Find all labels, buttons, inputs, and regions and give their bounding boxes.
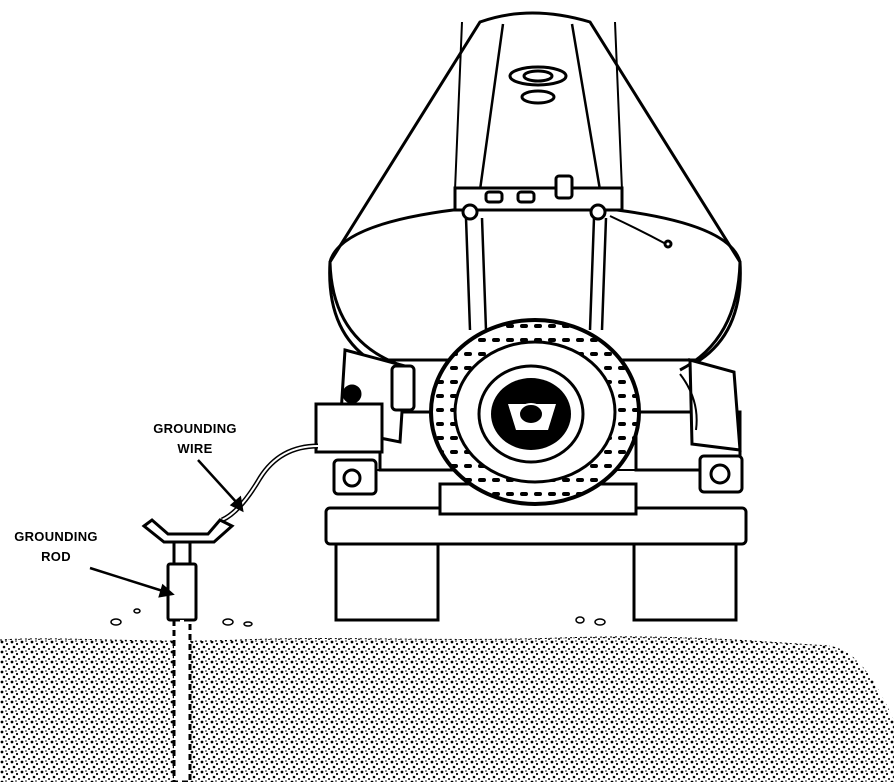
- grounding-wire-label-line1: GROUNDING: [153, 421, 237, 436]
- grounding-wire-label-line2: WIRE: [177, 441, 213, 456]
- grounding-rod: [141, 518, 235, 782]
- spare-tire: [429, 318, 641, 506]
- ground: [0, 608, 894, 782]
- left-junction-box: [314, 348, 416, 496]
- grounding-wire-label: GROUNDING WIRE: [135, 419, 255, 459]
- grounding-rod-label: GROUNDING ROD: [0, 527, 112, 567]
- right-junction-box: [679, 358, 744, 494]
- grounding-rod-label-line1: GROUNDING: [14, 529, 98, 544]
- grounding-rod-label-line2: ROD: [41, 549, 71, 564]
- tank-body: [328, 11, 742, 372]
- leader-arrows: [89, 459, 244, 598]
